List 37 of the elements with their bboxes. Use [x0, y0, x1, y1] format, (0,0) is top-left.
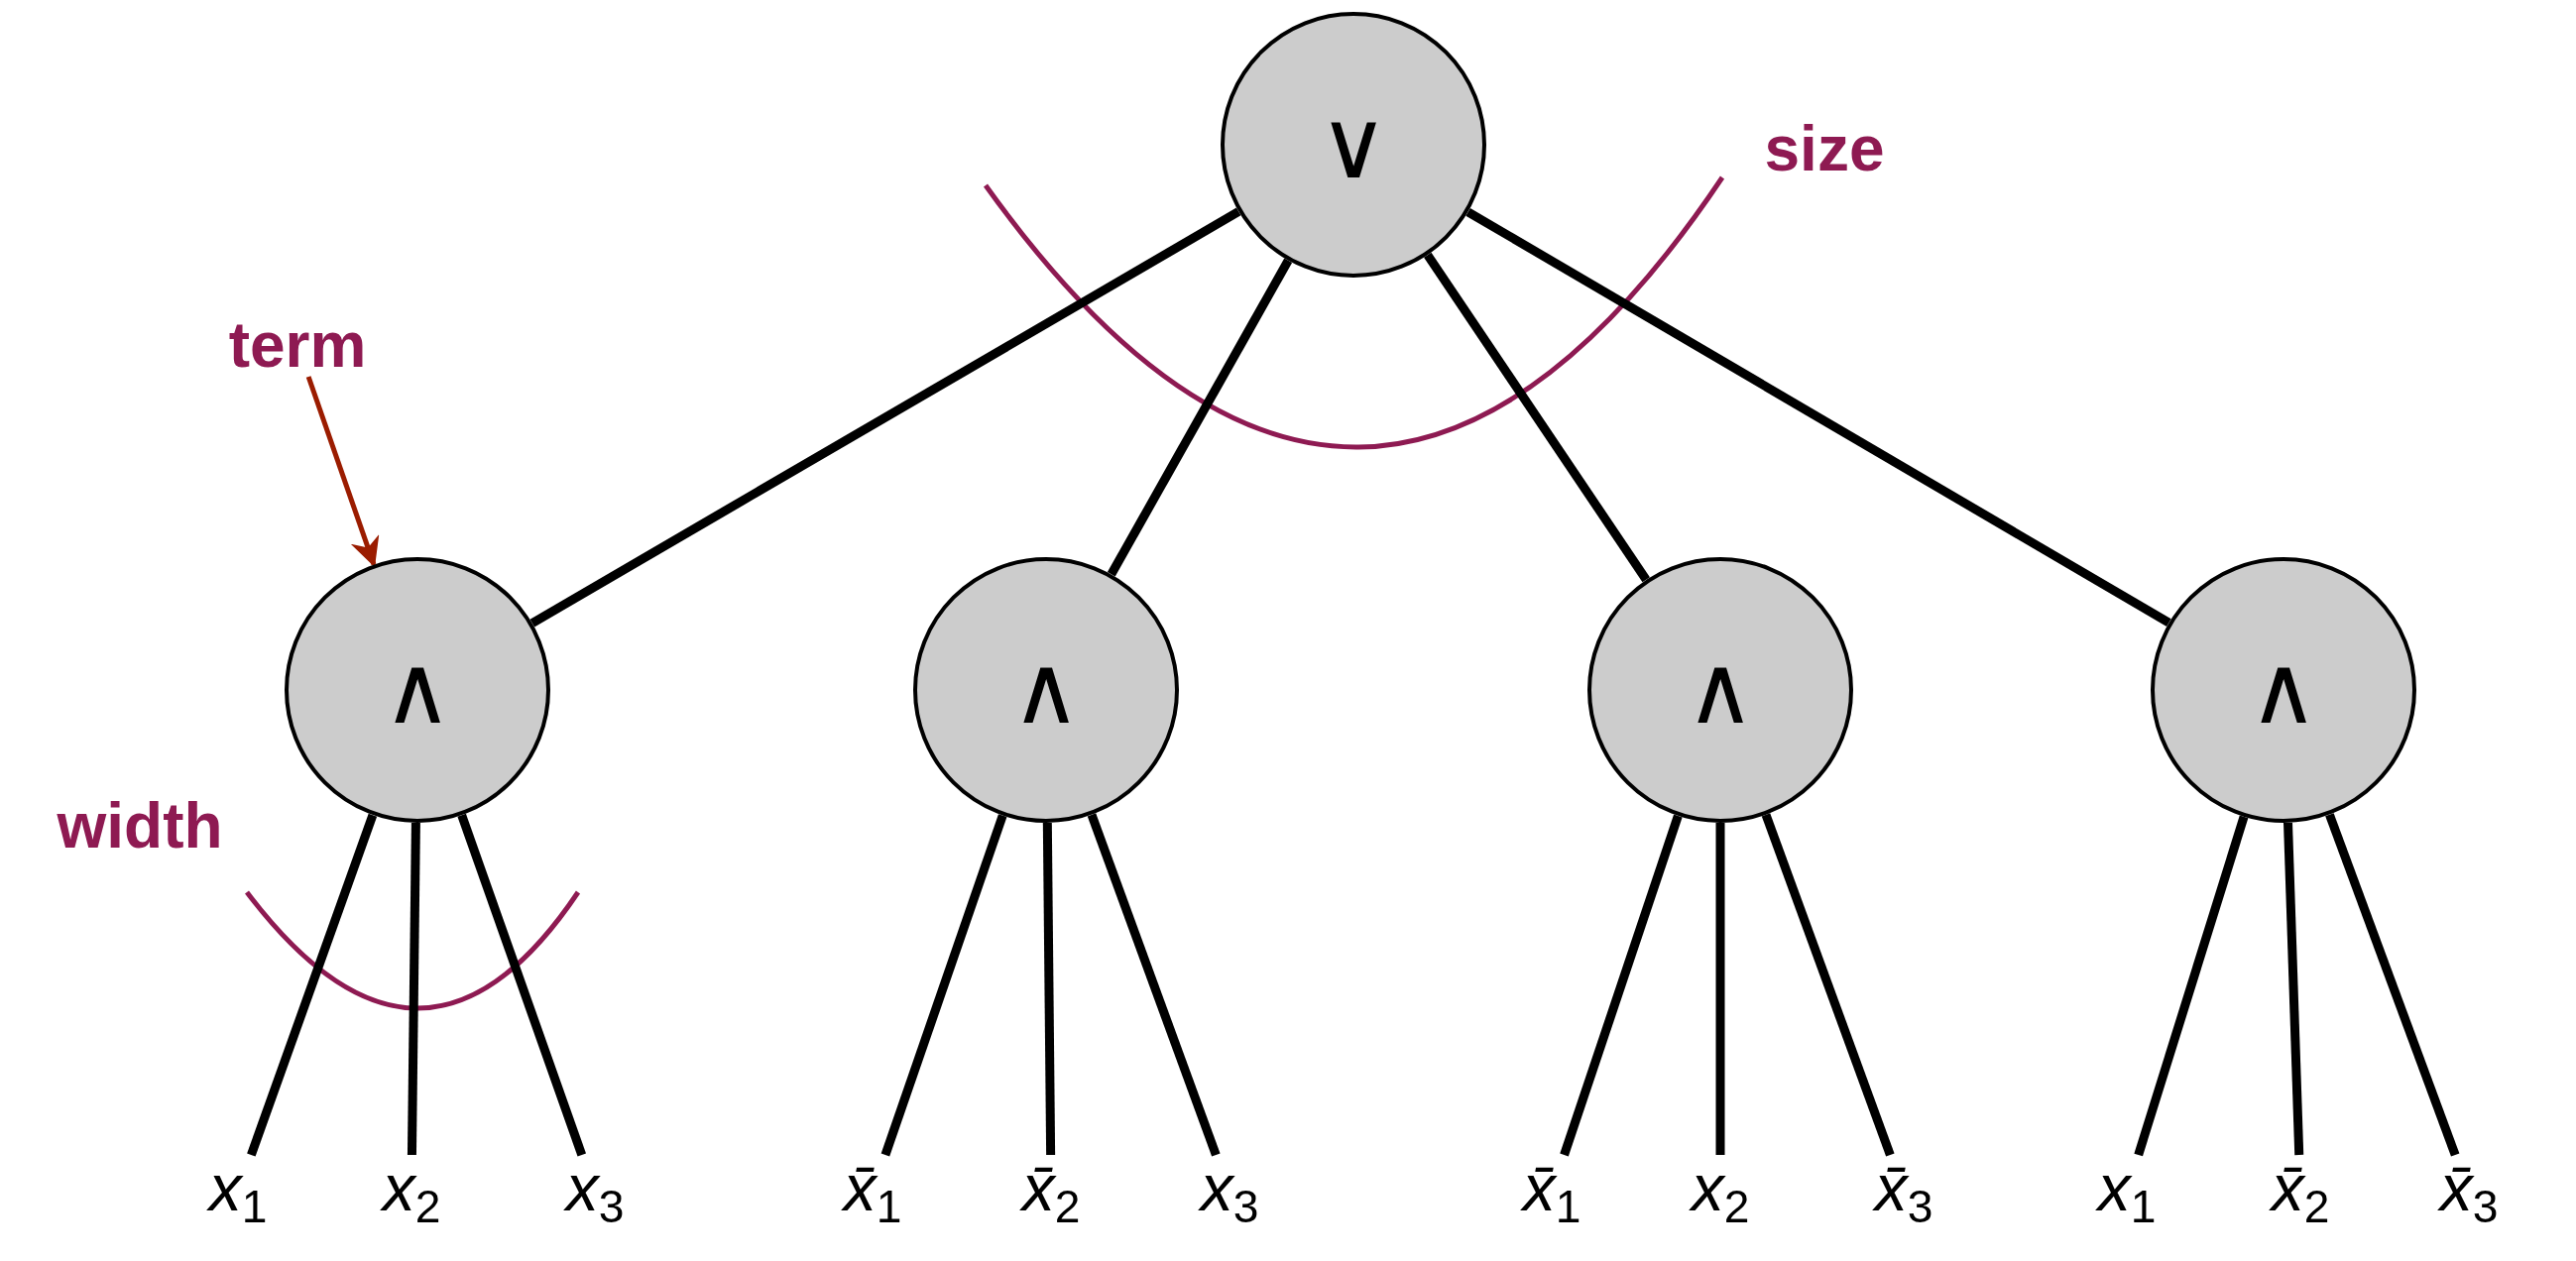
leader-arrow	[305, 376, 380, 568]
tree-edge	[1715, 823, 1725, 1155]
tree-edge	[2134, 815, 2249, 1157]
literal-label: x$_{3}$	[565, 1155, 625, 1229]
literal-label: x$_{2}$	[1691, 1155, 1750, 1229]
tree-edge	[457, 813, 587, 1157]
tree-edge	[1087, 813, 1221, 1157]
or-operator-circle: ∨	[1221, 12, 1486, 278]
tree-edge	[247, 813, 378, 1157]
literal-label: x$_{1}$	[208, 1155, 268, 1229]
tree-edge	[1042, 822, 1056, 1156]
literal-label: x̄$_{1}$	[843, 1155, 902, 1229]
tree-edge	[1107, 258, 1293, 577]
tree-edge	[2325, 813, 2460, 1157]
tree-edge	[880, 814, 1007, 1157]
tree-edge	[1560, 814, 1683, 1157]
and-operator-circle: ∧	[913, 557, 1179, 823]
literal-label: x$_{1}$	[2097, 1155, 2157, 1229]
literal-label: x̄$_{1}$	[1522, 1155, 1581, 1229]
measure-label: width	[57, 794, 223, 858]
literal-label: x$_{3}$	[1200, 1155, 1259, 1229]
tree-edge	[407, 822, 420, 1156]
tree-edge	[1424, 252, 1650, 583]
literal-label: x̄$_{2}$	[2271, 1155, 2330, 1229]
tree-edge	[1465, 207, 2171, 628]
literal-label: x̄$_{3}$	[1874, 1155, 1933, 1229]
measure-label: size	[1764, 117, 1885, 180]
literal-label: x$_{2}$	[382, 1155, 441, 1229]
and-operator-circle: ∧	[285, 557, 550, 823]
and-operator-circle: ∧	[2151, 557, 2416, 823]
and-operator-circle: ∧	[1587, 557, 1853, 823]
literal-label: x̄$_{2}$	[1021, 1155, 1081, 1229]
callout-label: term	[228, 313, 367, 377]
tree-edge	[529, 207, 1241, 628]
literal-label: x̄$_{3}$	[2439, 1155, 2499, 1229]
tree-edge	[2283, 822, 2304, 1156]
tree-edge	[1761, 813, 1895, 1157]
